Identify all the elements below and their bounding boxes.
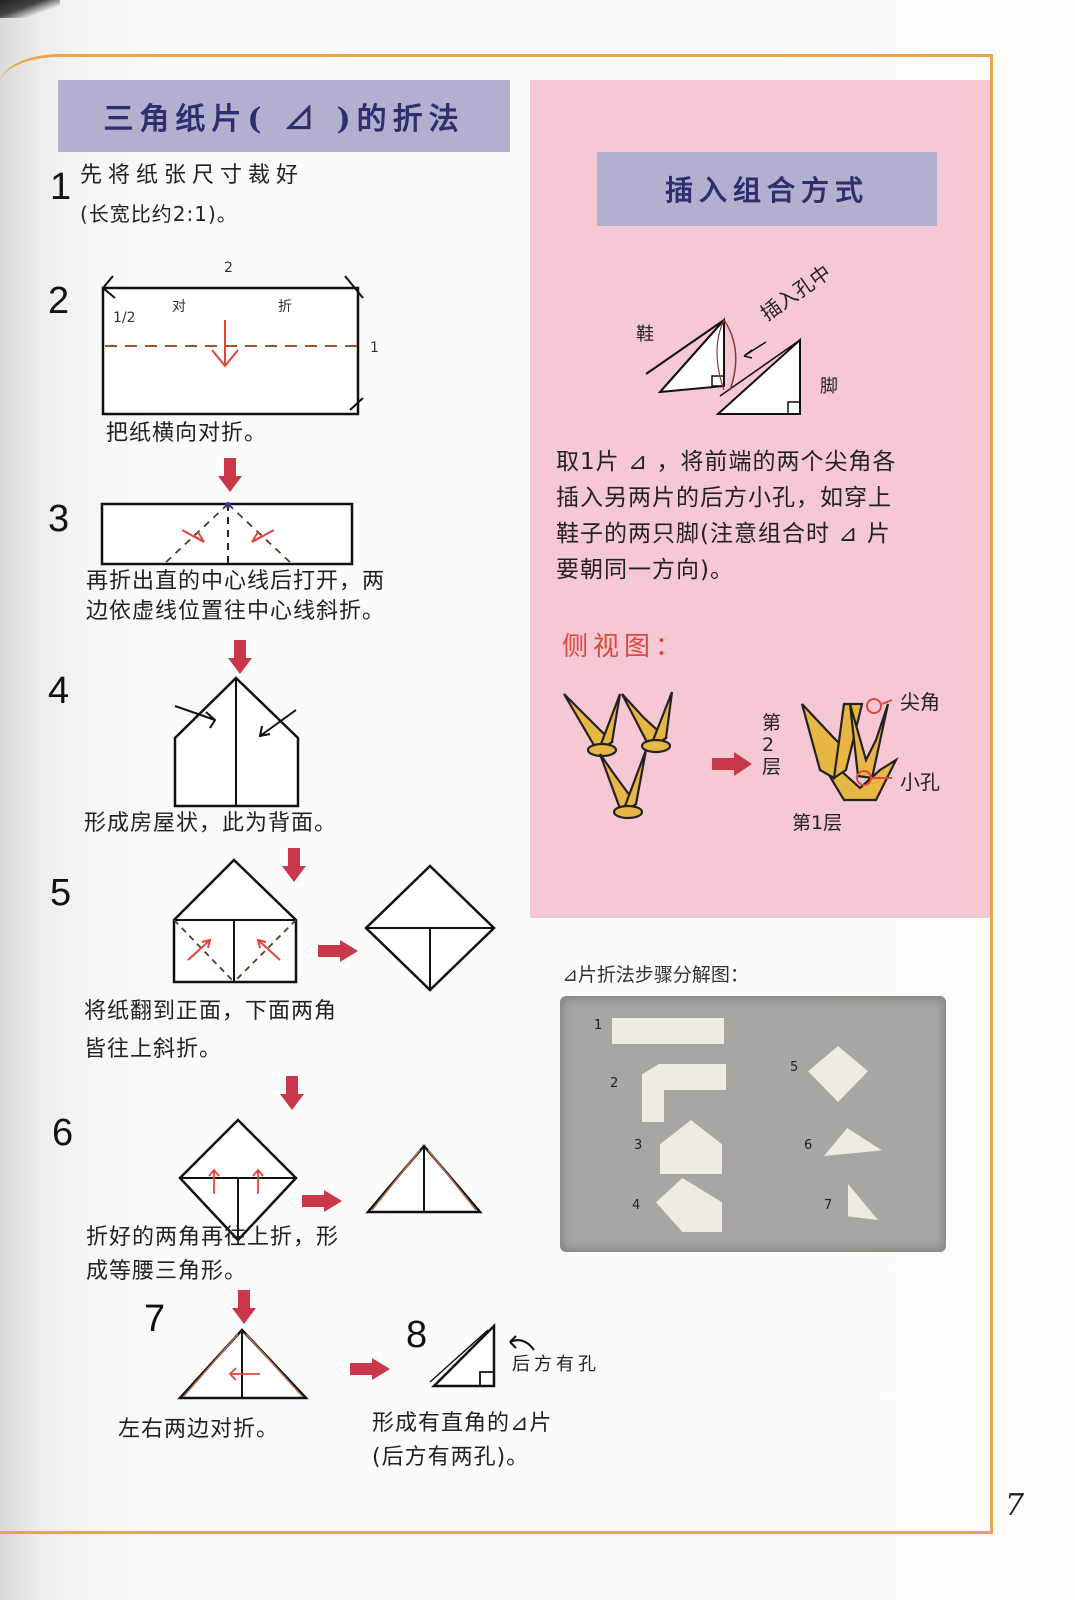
photo-label-4: 4 — [632, 1198, 641, 1213]
shoe-label: 鞋 — [636, 324, 654, 345]
step-5-number: 5 — [50, 872, 72, 914]
section-title-banner: 三角纸片( ⊿ )的折法 — [58, 80, 510, 152]
step-3-diagram — [100, 502, 354, 566]
photo-label-6: 6 — [804, 1138, 813, 1153]
right-arrow-icon — [350, 1358, 390, 1380]
photo-piece-1 — [612, 1018, 724, 1044]
down-arrow-icon — [228, 640, 252, 674]
photo-caption: ⊿片折法步骤分解图： — [562, 964, 749, 986]
right-arrow-icon — [712, 752, 752, 776]
photo-piece-3 — [660, 1120, 722, 1174]
curved-arrow-icon — [509, 1335, 535, 1351]
photo-piece-2b — [642, 1074, 664, 1122]
hole-label: 小孔 — [900, 770, 940, 794]
step-7-diagram — [177, 1328, 309, 1400]
page-number: 7 — [1005, 1488, 1025, 1523]
step-5-text-line2: 皆往上斜折。 — [84, 1037, 223, 1062]
step-1-text-line1: 先将纸张尺寸裁好 — [80, 163, 305, 188]
step-6-diagram-a — [178, 1118, 298, 1242]
step-5-diagram-a — [172, 858, 298, 984]
step-3-text-line2: 边依虚线位置往中心线斜折。 — [86, 599, 386, 624]
page-binding-shadow — [0, 0, 60, 18]
photo-label-1: 1 — [594, 1018, 603, 1033]
dimension-half: 1/2 — [113, 310, 136, 326]
layer-1-label: 第1层 — [792, 812, 843, 834]
photo-piece-5 — [808, 1046, 868, 1102]
photo-piece-7 — [848, 1184, 878, 1220]
photo-label-3: 3 — [634, 1138, 643, 1153]
fold-label-right: 折 — [278, 299, 292, 315]
step-4-diagram — [173, 676, 300, 808]
assembly-description-line1: 取1片 ⊿ ，将前端的两个尖角各 — [556, 449, 897, 475]
step-8-diagram — [429, 1322, 496, 1388]
frame-bottom-line — [0, 1531, 993, 1534]
assembly-description-line2: 插入另两片的后方小孔，如穿上 — [556, 485, 892, 511]
step-2-text: 把纸横向对折。 — [106, 421, 268, 446]
fold-label-left: 对 — [172, 299, 186, 315]
assembly-description-line3: 鞋子的两只脚(注意组合时 ⊿ 片 — [556, 521, 891, 547]
dimension-width: 2 — [224, 260, 233, 276]
step-1-text-line2: (长宽比约2:1)。 — [80, 202, 238, 226]
assembly-title: 插入组合方式 — [664, 174, 869, 207]
photo-piece-4 — [656, 1178, 722, 1232]
right-arrow-icon — [318, 940, 358, 962]
hole-annotation: 后方有孔 — [512, 1354, 600, 1375]
photo-label-7: 7 — [824, 1198, 833, 1213]
step-2-diagram — [101, 275, 364, 416]
step-3-number: 3 — [48, 498, 70, 540]
down-arrow-icon — [282, 848, 306, 882]
step-1-number: 1 — [50, 166, 72, 208]
step-6-text-line2: 成等腰三角形。 — [86, 1259, 248, 1284]
side-view-title: 侧视图： — [562, 632, 687, 662]
down-arrow-icon — [218, 458, 242, 492]
step-5-diagram-b — [364, 864, 496, 992]
step-4-text: 形成房屋状，此为背面。 — [84, 811, 338, 836]
step-6-text-line1: 折好的两角再往上折，形 — [86, 1225, 340, 1250]
step-8-text-line1: 形成有直角的⊿片 — [372, 1411, 553, 1436]
tip-label: 尖角 — [900, 690, 940, 714]
step-8-number: 8 — [406, 1314, 428, 1356]
folding-steps-photo: 1 2 3 4 5 6 7 — [560, 996, 946, 1252]
frame-curve — [0, 54, 60, 87]
photo-piece-6 — [824, 1128, 882, 1156]
photo-label-2: 2 — [610, 1076, 619, 1091]
layer-2-label: 第2层 — [762, 712, 782, 778]
down-arrow-icon — [232, 1290, 256, 1324]
frame-top-line — [58, 54, 993, 57]
section-title: 三角纸片( ⊿ )的折法 — [103, 102, 465, 137]
step-6-diagram-b — [365, 1144, 483, 1214]
dimension-height: 1 — [370, 340, 379, 356]
assembly-diagram — [645, 317, 801, 415]
assembly-description-line4: 要朝同一方向)。 — [556, 557, 734, 583]
down-arrow-icon — [280, 1076, 304, 1110]
frame-right-line — [990, 54, 993, 1534]
right-arrow-icon — [302, 1190, 342, 1212]
foot-label: 脚 — [820, 376, 838, 397]
side-view-pieces — [563, 691, 674, 820]
step-6-number: 6 — [52, 1112, 74, 1154]
step-7-number: 7 — [144, 1298, 166, 1340]
step-4-number: 4 — [48, 670, 70, 712]
photo-label-5: 5 — [790, 1060, 799, 1075]
step-3-text-line1: 再折出直的中心线后打开，两 — [86, 569, 386, 594]
step-5-text-line1: 将纸翻到正面，下面两角 — [84, 999, 338, 1024]
assembled-side-view — [800, 698, 899, 802]
step-2-number: 2 — [48, 280, 70, 322]
step-7-text: 左右两边对折。 — [118, 1417, 280, 1442]
assembly-title-banner: 插入组合方式 — [597, 152, 937, 226]
step-8-text-line2: (后方有两孔)。 — [372, 1445, 530, 1470]
